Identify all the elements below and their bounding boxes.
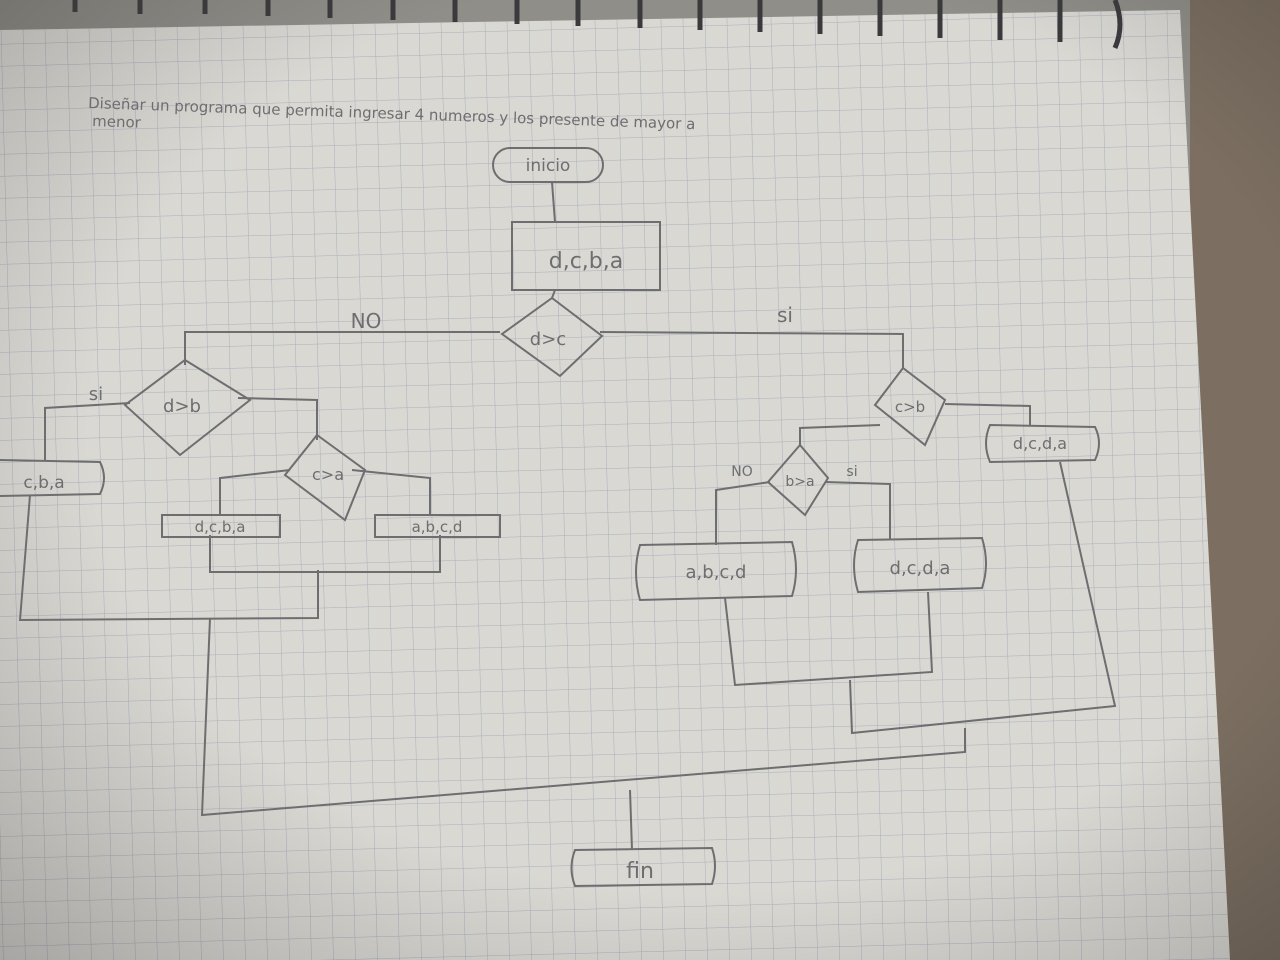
decision-main — [500, 296, 604, 378]
input-box — [511, 221, 661, 291]
output-left-a — [161, 514, 281, 538]
decision-left2-label: c>a — [312, 465, 344, 484]
decision-right2-label: b>a — [785, 474, 814, 490]
decision-left-label: d>b — [163, 396, 201, 417]
output-right-a — [635, 540, 797, 602]
output-far-left-label: c,b,a — [23, 473, 64, 493]
branch-right2-si-label: si — [846, 464, 857, 480]
branch-left-si-label: si — [89, 384, 103, 405]
input-label: d,c,b,a — [549, 249, 624, 274]
end-terminal — [570, 846, 716, 888]
decision-left — [123, 358, 252, 457]
output-far-left — [0, 459, 105, 497]
output-left-b — [374, 514, 501, 538]
flow-connectors — [18, 181, 1117, 851]
output-right-b — [853, 536, 987, 594]
problem-statement-cont: menor — [92, 112, 142, 132]
output-far-right — [985, 423, 1100, 464]
branch-si-label: si — [777, 303, 793, 327]
start-label: inicio — [526, 156, 571, 176]
decision-right-label: c>b — [895, 398, 925, 416]
start-terminal — [492, 147, 604, 183]
output-right-b-label: d,c,d,a — [890, 558, 951, 579]
output-left-a-label: d,c,b,a — [195, 518, 246, 536]
spiral-binding — [72, 0, 1123, 49]
branch-right2-no-label: NO — [731, 464, 753, 480]
output-left-b-label: a,b,c,d — [412, 518, 463, 536]
decision-left2 — [283, 433, 367, 522]
output-right-a-label: a,b,c,d — [686, 562, 747, 583]
decision-main-label: d>c — [530, 329, 566, 350]
end-label: fin — [626, 859, 654, 884]
branch-no-label: NO — [351, 309, 382, 333]
decision-right — [873, 366, 947, 447]
output-far-right-label: d,c,d,a — [1013, 434, 1067, 453]
decision-right2 — [766, 443, 830, 517]
